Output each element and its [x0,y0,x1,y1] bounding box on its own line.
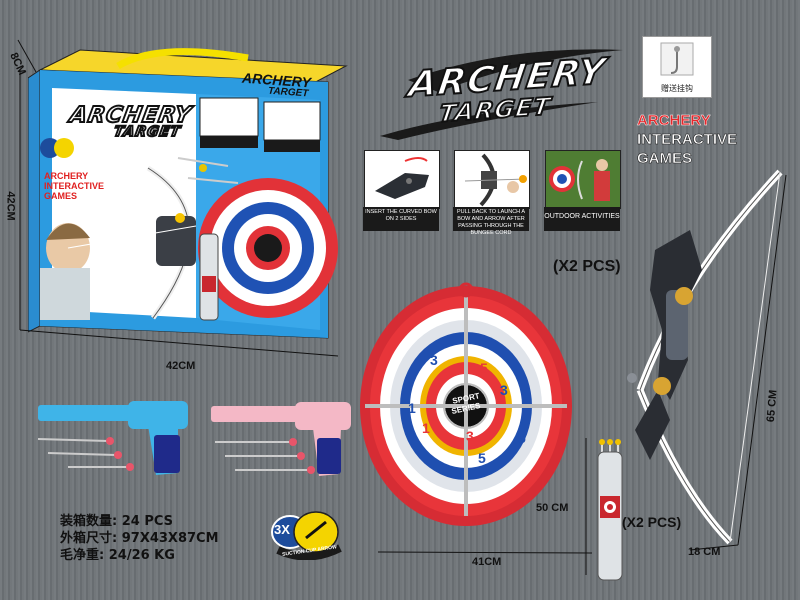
quiver-image [597,439,623,581]
panel-2-caption: PULL BACK TO LAUNCH A BOW AND ARROW AFTE… [453,207,529,236]
target-number-7: 3 [466,428,474,444]
bow-image [627,169,783,545]
hook-label: 赠送挂钩 [661,84,693,93]
quiver-quantity: (X2 PCS) [622,514,682,530]
target-number-1: 3 [430,352,438,368]
blue-gun-image [37,401,188,475]
target-number-8: 5 [478,450,486,466]
box-subtitle-line2: INTERACTIVE [44,181,105,191]
pull-bow-image [464,153,527,207]
dim-bow-width: 18 CM [688,546,721,558]
panel-pull-back [454,150,530,209]
target-number-4: 3 [500,382,508,398]
target-number-9: 5 [518,430,526,446]
spec-carton-size: 外箱尺寸: 97X43X87CM [60,531,219,546]
pink-gun-image [211,402,351,476]
panel-insert-bow [364,150,440,209]
dim-box-width: 42CM [166,360,196,372]
target-number-3: 5 [480,360,488,376]
bow-grip-image [375,157,429,199]
target-number-2: 5 [440,368,448,384]
spec-weight: 毛净重: 24/26 KG [60,548,175,563]
title-swoosh [380,49,623,140]
suction-cup-badge-icon [271,511,342,560]
badge-text: 3X [274,522,290,537]
hook-icon [660,42,694,76]
interactive-line1: ARCHERY [637,112,711,129]
dim-quiver-height: 50 CM [536,502,569,514]
target-image [360,282,572,526]
outdoor-image [546,151,620,208]
target-number-6: 1 [422,420,430,436]
bow-quantity: (X2 PCS) [553,258,621,275]
interactive-line2: INTERACTIVE [637,131,738,149]
interactive-line3: GAMES [637,150,693,168]
main-title: ARCHERY TARGET [378,40,628,140]
spec-quantity: 装箱数量: 24 PCS [60,514,174,529]
target-number-5: 1 [408,400,416,416]
product-box: ARCHERY TARGET ARCHERY TARGET ARCHERY IN… [27,48,348,348]
hook-card: 赠送挂钩 [642,36,712,98]
panel-outdoor [545,150,621,209]
panel-3-caption: OUTDOOR ACTIVITIES [544,207,620,231]
box-illustration [27,48,348,339]
box-subtitle-line1: ARCHERY [44,171,89,181]
panel-1-caption: INSERT THE CURVED BOW ON 2 SIDES [363,207,439,231]
box-subtitle-line3: GAMES [44,191,78,201]
dim-target-width: 41CM [472,556,502,568]
